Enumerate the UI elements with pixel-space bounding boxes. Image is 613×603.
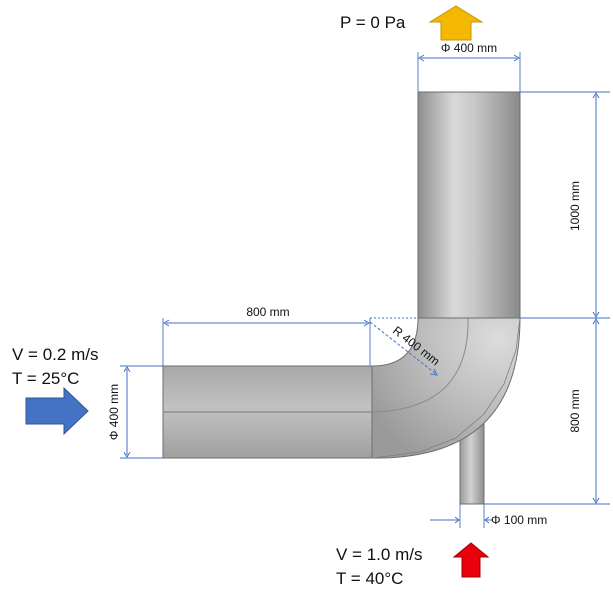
elbow-outer-facets [371,317,521,459]
branch-diameter-label: Φ 100 mm [491,513,547,527]
branch-inlet-arrow-icon [452,542,490,578]
main-inlet-velocity-label: V = 0.2 m/s [12,345,98,364]
outlet-pressure-label: P = 0 Pa [340,13,406,32]
branch-inlet-temperature-label: T = 40°C [336,569,403,588]
inlet-diameter-label: Φ 400 mm [107,384,121,440]
main-inlet-arrow-icon [25,386,89,436]
elbow-seam [371,317,469,413]
main-inlet-temperature-label: T = 25°C [12,369,79,388]
branch-inlet-velocity-label: V = 1.0 m/s [336,545,422,564]
outlet-diameter-label: Φ 400 mm [441,41,497,55]
horizontal-length-label: 800 mm [246,305,289,319]
lower-vertical-length-label: 800 mm [568,389,582,432]
vertical-length-label: 1000 mm [568,181,582,231]
vertical-pipe [417,91,521,319]
elbow-bend [371,317,521,459]
outlet-arrow-icon [428,5,484,41]
bend-radius-dimension [369,321,437,375]
